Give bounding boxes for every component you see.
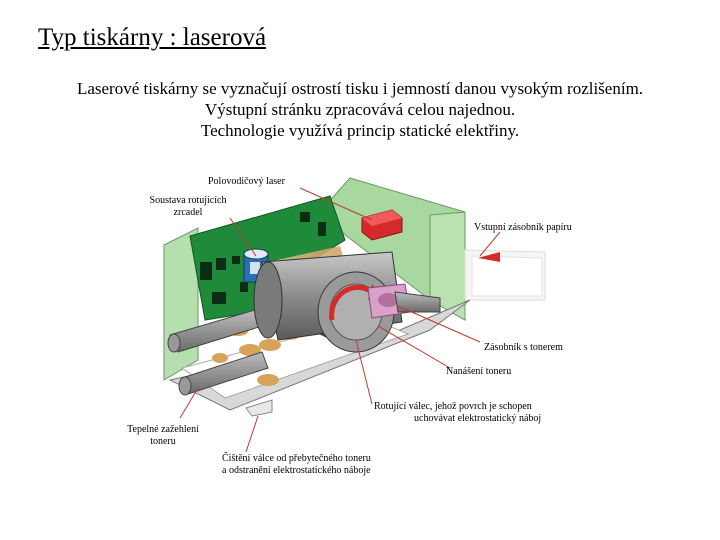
label-paper-input: Vstupní zásobník papíru bbox=[474, 222, 572, 234]
label-toner-reservoir: Zásobník s tonerem bbox=[484, 342, 563, 354]
label-fuser-line2: toneru bbox=[118, 436, 208, 448]
leader-cleaning bbox=[246, 416, 258, 452]
label-drum-line2: uchovávat elektrostatický náboj bbox=[374, 413, 541, 425]
label-mirror-system: Soustava rotujících zrcadel bbox=[138, 195, 238, 219]
paper-input-tray-icon bbox=[465, 250, 545, 300]
label-cleaning-line2: a odstranění elektrostatického náboje bbox=[222, 465, 371, 477]
label-fuser: Tepelné zažehlení toneru bbox=[118, 424, 208, 448]
label-cleaning: Čištění válce od přebytečného toneru a o… bbox=[222, 453, 371, 477]
label-mirror-system-line1: Soustava rotujících bbox=[138, 195, 238, 207]
label-toner-application: Nanášení toneru bbox=[446, 366, 511, 378]
label-semiconductor-laser: Polovodičový laser bbox=[208, 176, 285, 188]
label-drum: Rotující válec, jehož povrch je schopen … bbox=[374, 401, 541, 425]
label-cleaning-line1: Čištění válce od přebytečného toneru bbox=[222, 453, 371, 465]
label-mirror-system-line2: zrcadel bbox=[138, 207, 238, 219]
label-fuser-line1: Tepelné zažehlení bbox=[118, 424, 208, 436]
label-drum-line1: Rotující válec, jehož povrch je schopen bbox=[374, 401, 541, 413]
